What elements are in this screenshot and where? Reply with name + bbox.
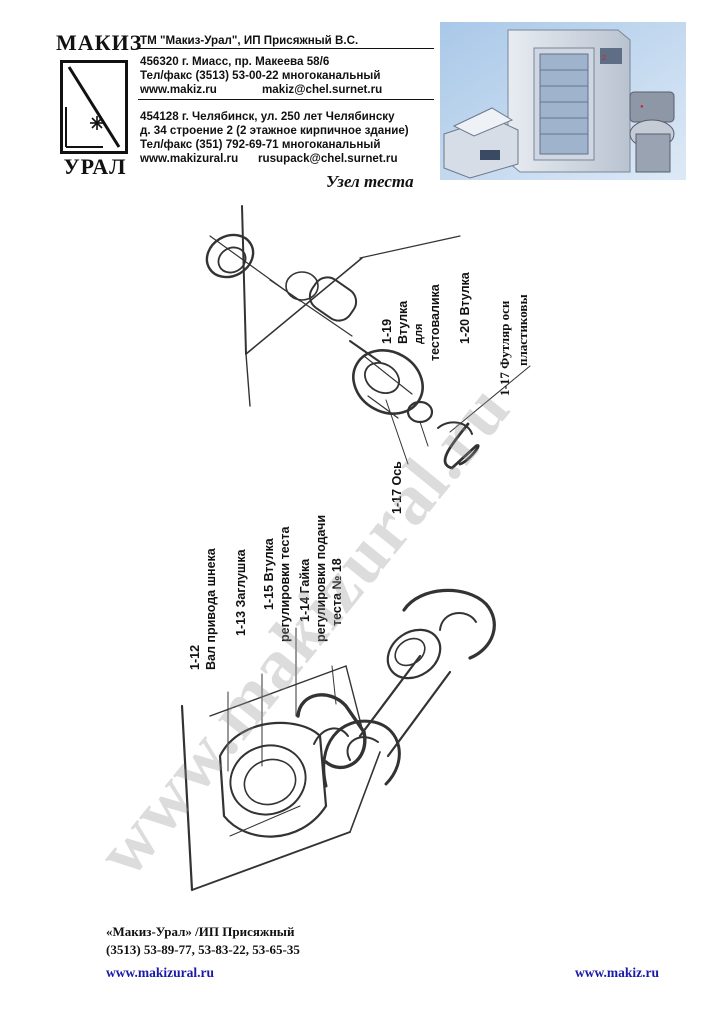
svg-text:●: ●	[640, 104, 644, 110]
footer-site-right[interactable]: www.makiz.ru	[575, 965, 659, 980]
logo-emblem-graphic	[65, 66, 121, 148]
chel-phone: Тел/факс (351) 792-69-71 многоканальный	[140, 138, 381, 151]
label-1-20: 1-20 Втулка	[458, 272, 472, 344]
svg-text:2: 2	[602, 55, 606, 62]
label-1-13: 1-13 Заглушка	[234, 549, 248, 636]
header-tm-line: ТМ "Макиз-Урал", ИП Присяжный В.С.	[140, 34, 359, 47]
footer-phones: (3513) 53-89-77, 53-83-22, 53-65-35	[106, 942, 300, 957]
logo-top-text: МАКИЗ	[56, 30, 143, 55]
chel-address-1: 454128 г. Челябинск, ул. 250 лет Челябин…	[140, 110, 395, 123]
company-logo: МАКИЗ УРАЛ	[56, 30, 143, 180]
miass-email[interactable]: makiz@chel.surnet.ru	[262, 83, 383, 96]
miass-phone: Тел/факс (3513) 53-00-22 многоканальный	[140, 69, 381, 82]
label-1-12-num: 1-12	[188, 644, 202, 670]
header-divider	[138, 99, 434, 100]
logo-emblem	[60, 60, 128, 154]
miass-site[interactable]: www.makiz.ru	[140, 83, 217, 96]
assembly-drawing	[180, 205, 531, 892]
equipment-photo: 2 ●	[440, 22, 686, 180]
chel-email[interactable]: rusupack@chel.surnet.ru	[258, 152, 398, 165]
label-1-19-name: Втулка	[396, 300, 410, 344]
footer-site-left[interactable]: www.makizural.ru	[106, 965, 214, 980]
equipment-illustration: 2 ●	[440, 22, 686, 180]
label-1-19-for: для	[413, 323, 425, 344]
chel-site[interactable]: www.makizural.ru	[140, 152, 239, 165]
footer-company: «Макиз-Урал» /ИП Присяжный	[106, 924, 295, 939]
logo-bottom-text: УРАЛ	[63, 154, 127, 179]
miass-address: 456320 г. Миасс, пр. Макеева 58/6	[140, 55, 330, 68]
label-1-19-detail: тестовалика	[428, 284, 442, 361]
label-1-12-name: Вал привода шнека	[204, 548, 218, 670]
label-1-19-num: 1-19	[380, 318, 394, 344]
header-divider	[138, 48, 434, 49]
dough-unit-diagram: 1-19 Втулка для тестовалика 1-20 Втулка …	[150, 196, 620, 901]
chel-address-2: д. 34 строение 2 (2 этажное кирпичное зд…	[140, 124, 409, 137]
label-1-17-case: 1-17 Футляр оси	[497, 300, 512, 396]
label-1-17-case-2: пластиковы	[515, 294, 530, 366]
page-title: Узел теста	[326, 172, 414, 191]
